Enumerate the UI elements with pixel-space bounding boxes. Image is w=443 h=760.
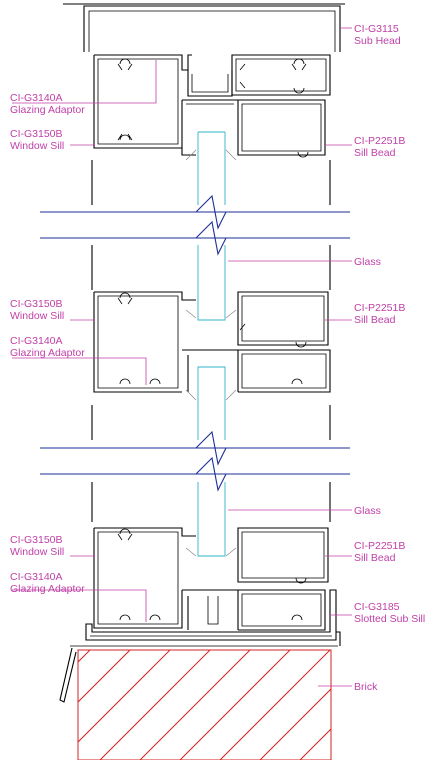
- top-sill-assembly: [93, 54, 331, 161]
- label-sill-2-name: Window Sill: [10, 310, 64, 322]
- label-adaptor-3-code: CI-G3140A: [10, 571, 63, 583]
- label-bead-2-name: Sill Bead: [354, 314, 396, 326]
- label-slotted-name: Slotted Sub Sill: [354, 613, 425, 625]
- label-sill-3-code: CI-G3150B: [10, 534, 63, 546]
- label-glass-1: Glass: [354, 256, 381, 268]
- break-symbol-2: [40, 430, 350, 492]
- label-brick: Brick: [354, 681, 378, 693]
- jamb-lines: [91, 160, 331, 522]
- label-sill-2-code: CI-G3150B: [10, 298, 63, 310]
- leader-lines: [12, 27, 352, 687]
- glass-pane-1: [197, 131, 226, 321]
- label-adaptor-3-name: Glazing Adaptor: [10, 583, 85, 595]
- slotted-sub-sill-profile: [59, 589, 341, 703]
- label-sill-3-name: Window Sill: [10, 546, 64, 558]
- label-sill-1-name: Window Sill: [10, 140, 64, 152]
- label-bead-3-code: CI-P2251B: [354, 540, 405, 552]
- sub-head-profile: [83, 5, 341, 52]
- middle-sill-assembly: [93, 291, 331, 401]
- label-bead-1-code: CI-P2251B: [354, 135, 405, 147]
- bottom-sill-assembly: [93, 527, 329, 631]
- label-adaptor-1-code: CI-G3140A: [10, 92, 63, 104]
- brick-hatch: [77, 649, 332, 760]
- label-sub-head-name: Sub Head: [354, 35, 401, 47]
- label-adaptor-2-code: CI-G3140A: [10, 335, 63, 347]
- label-adaptor-2-name: Glazing Adaptor: [10, 347, 85, 359]
- label-bead-2-code: CI-P2251B: [354, 302, 405, 314]
- label-bead-3-name: Sill Bead: [354, 552, 396, 564]
- label-slotted-code: CI-G3185: [354, 601, 400, 613]
- label-adaptor-1-name: Glazing Adaptor: [10, 104, 85, 116]
- label-sill-1-code: CI-G3150B: [10, 128, 63, 140]
- label-sub-head-code: CI-G3115: [354, 23, 399, 35]
- glass-pane-2: [197, 366, 226, 557]
- break-symbol-1: [40, 194, 350, 256]
- label-glass-2: Glass: [354, 505, 381, 517]
- label-bead-1-name: Sill Bead: [354, 147, 396, 159]
